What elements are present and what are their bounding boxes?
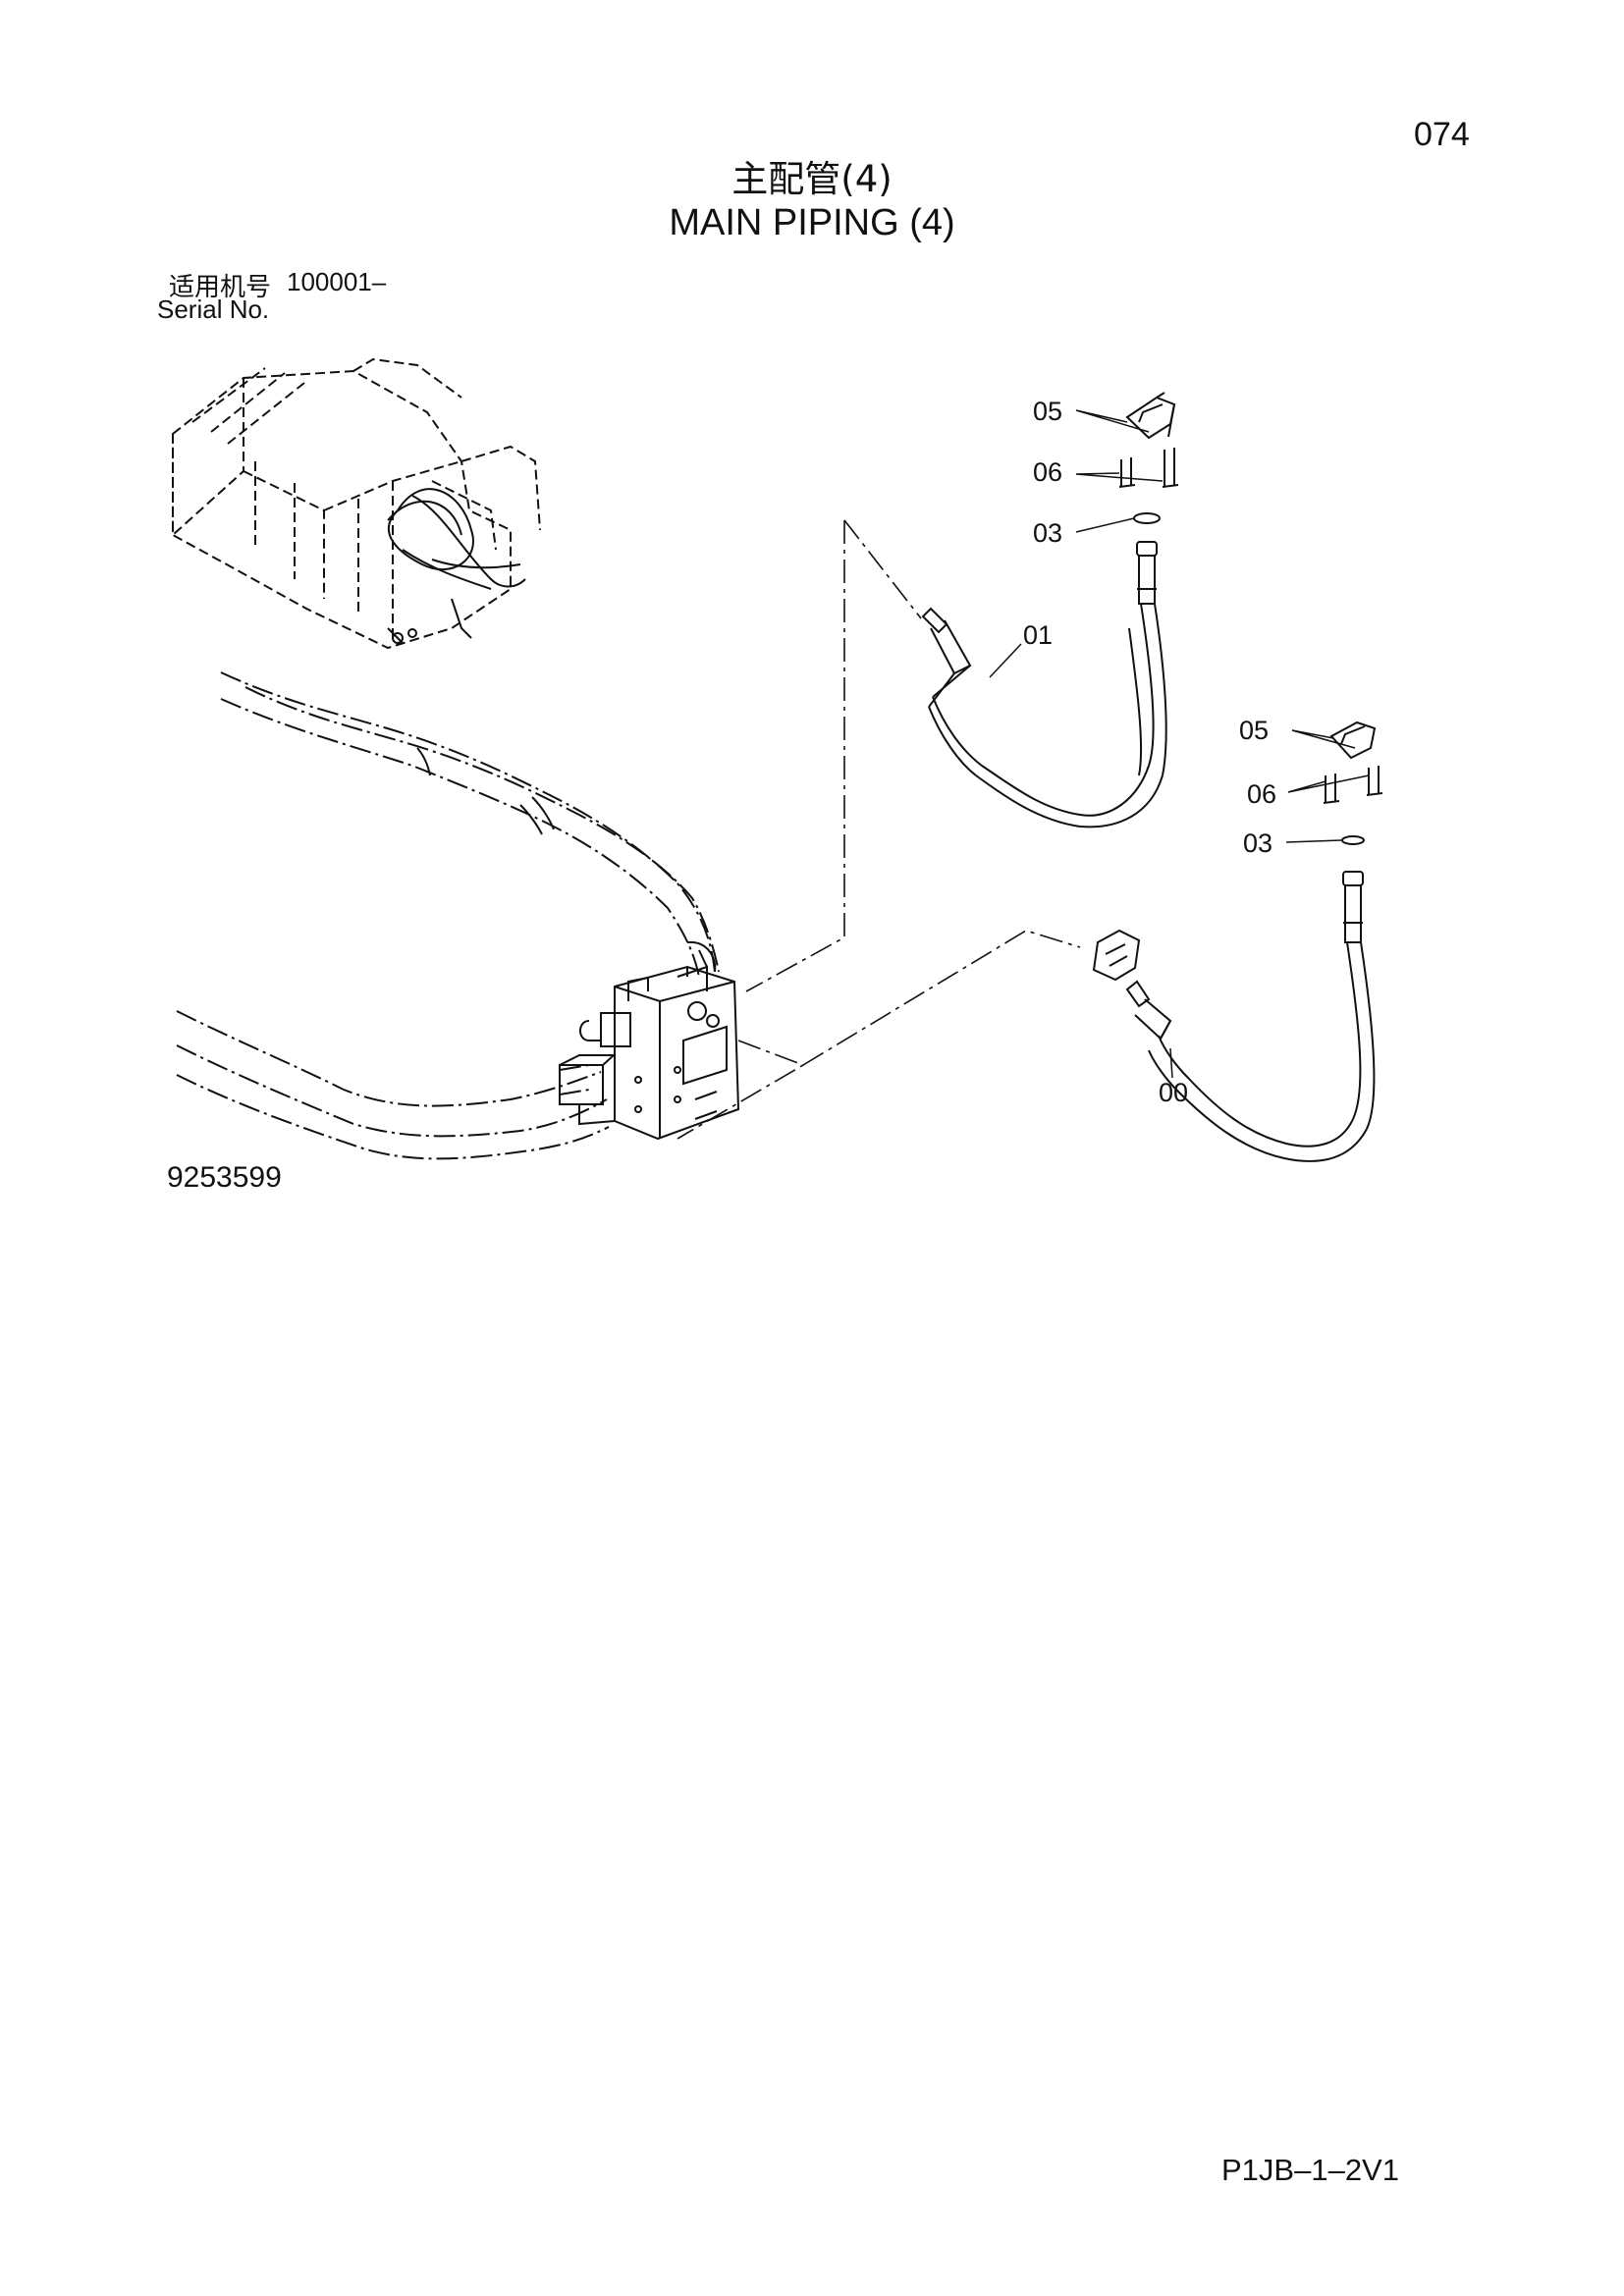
figure-number: 9253599 — [167, 1161, 282, 1194]
hose-00-assembly — [1092, 721, 1383, 1162]
callout-upper-bolt: 06 — [1033, 457, 1062, 487]
page-title-english: MAIN PIPING (4) — [669, 202, 955, 243]
assembly-connector-lines — [677, 519, 1081, 1140]
page-title-chinese: 主配管(4) — [731, 158, 893, 200]
callout-leader-lines — [989, 409, 1370, 1079]
callout-hose-00: 00 — [1159, 1078, 1188, 1107]
callout-lower-bolt: 06 — [1247, 779, 1276, 809]
serial-number-value: 100001– — [287, 267, 387, 296]
callout-lower-clamp: 05 — [1239, 716, 1269, 745]
hose-01-assembly — [921, 392, 1179, 828]
page-number: 074 — [1414, 116, 1470, 153]
callout-upper-clamp: 05 — [1033, 397, 1062, 426]
callout-upper-oring: 03 — [1033, 518, 1062, 548]
machine-overview-illustration — [172, 357, 541, 650]
frame-pipe-joint — [416, 747, 555, 835]
callout-lower-oring: 03 — [1243, 828, 1272, 858]
control-valve-block — [559, 940, 740, 1141]
machine-overview-hoses — [387, 488, 526, 644]
frame-phantom-lines — [176, 671, 720, 1160]
callout-labels: 05 06 03 01 05 06 03 00 — [1023, 397, 1276, 1107]
callout-hose-01: 01 — [1023, 620, 1053, 650]
sheet-code: P1JB–1–2V1 — [1221, 2153, 1399, 2187]
serial-label-chinese: 适用机号 — [169, 273, 272, 302]
serial-label-english: Serial No. — [157, 294, 270, 324]
